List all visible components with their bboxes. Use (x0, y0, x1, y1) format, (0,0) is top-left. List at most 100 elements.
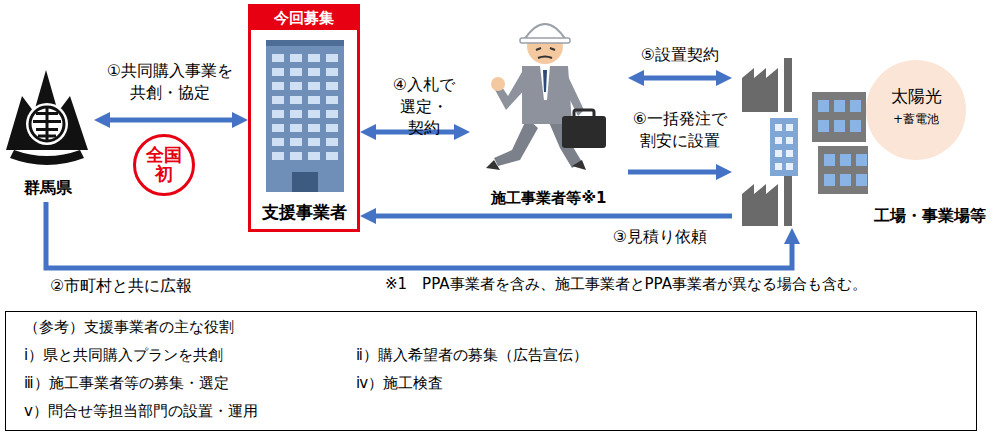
office-building-part (292, 172, 318, 192)
worker-figure-part (543, 70, 547, 92)
office-building-part-part (290, 124, 302, 132)
office-building-part-part (272, 110, 284, 118)
contractor-node: 施工事業者等※1 (470, 4, 628, 210)
worker-figure-part (494, 118, 538, 166)
node-text: 群馬県 (24, 178, 72, 198)
office-building-part-part (326, 96, 338, 104)
node-text: ⅲ）施工事業者等の募集・選定 (24, 374, 229, 393)
node-text: 支援事業者 (262, 202, 347, 223)
office-building-part-part (290, 68, 302, 76)
factory-buildings-part (818, 100, 867, 186)
office-building-part-part (272, 96, 284, 104)
factory-buildings-part (775, 124, 793, 170)
node-text: 工場・事業場等 (874, 206, 986, 226)
office-building-part-part (272, 152, 284, 160)
office-building-part-part (272, 124, 284, 132)
factory-buildings-part-part (840, 154, 851, 166)
node-text: 太陽光 (891, 86, 942, 107)
worker-figure-part (491, 77, 505, 91)
factory-buildings-part-part (824, 174, 835, 186)
factory-buildings-part-part (775, 124, 782, 131)
office-building-part-part (326, 54, 338, 62)
office-building-part-part (272, 82, 284, 90)
prefecture-emblem-part (10, 150, 84, 165)
worker-figure-part (538, 57, 552, 59)
factory-buildings-part-part (786, 137, 793, 144)
factory-buildings-part-part (818, 120, 829, 132)
office-building-part-part (272, 68, 284, 76)
factory-buildings-part (818, 146, 868, 194)
office-building-part-part (272, 54, 284, 62)
office-building-part (266, 40, 344, 46)
flow-arrow (46, 202, 792, 268)
factory-buildings-part-part (775, 163, 782, 170)
office-building-part-part (326, 124, 338, 132)
flow-arrow (640, 76, 720, 81)
factory-buildings-part (770, 118, 798, 176)
factory-buildings-part (742, 184, 778, 226)
factory-buildings (742, 58, 868, 226)
office-building-part-part (326, 68, 338, 76)
flow-arrow (106, 118, 236, 123)
node-text: ⅳ）施工検査 (356, 374, 443, 393)
office-building-part-part (290, 138, 302, 146)
office-building-part (272, 54, 338, 160)
office-building-part-part (308, 110, 320, 118)
factory-buildings-part-part (840, 174, 851, 186)
worker-figure-part (522, 66, 572, 124)
worker-figure-part (540, 66, 550, 100)
step-label: ⑥一括発注で 割安に設置 (633, 108, 727, 151)
node-text: ⅱ）購入希望者の募集（広告宣伝） (356, 346, 588, 365)
support-box: 今回募集支援事業者 (248, 4, 360, 232)
worker-figure-part (536, 48, 555, 50)
worker-figure (486, 24, 606, 170)
factory-buildings-part-part (824, 154, 835, 166)
office-building-part-part (308, 138, 320, 146)
office-building-part-part (290, 54, 302, 62)
prefecture-emblem-part (26, 103, 68, 145)
office-building-part (266, 40, 344, 192)
office-building-part-part (290, 96, 302, 104)
factory-buildings-part-part (775, 137, 782, 144)
node-text: ⅰ）県と共同購入プランを共創 (24, 346, 223, 365)
office-building-part-part (308, 152, 320, 160)
node-text: +蓄電池 (893, 112, 939, 127)
factory-buildings-part (812, 92, 866, 142)
office-building-part-part (272, 138, 284, 146)
office-building-part-part (308, 68, 320, 76)
first-stamp: 全国 初 (133, 134, 195, 196)
footnote: ※1 PPA事業者を含み、施工事業者とPPA事業者が異なる場合も含む。 (385, 275, 867, 294)
step-label: ①共同購入事業を 共創・協定 (107, 60, 233, 103)
node-text: （参考）支援事業者の主な役割 (24, 318, 234, 337)
node-text: ⅴ）問合せ等担当部門の設置・運用 (24, 402, 258, 421)
factory-buildings-part-part (786, 124, 793, 131)
office-building-part-part (290, 110, 302, 118)
office-building-part-part (290, 152, 302, 160)
factory-buildings-part-part (856, 174, 867, 186)
office-building-part-part (326, 152, 338, 160)
factory-buildings-part-part (834, 120, 845, 132)
flow-arrow (628, 170, 720, 175)
factory-buildings-part (784, 58, 792, 112)
factory-buildings-part-part (775, 150, 782, 157)
factory-buildings-part-part (850, 120, 861, 132)
worker-figure-part (486, 160, 500, 170)
office-building-part-part (326, 82, 338, 90)
office-building-part-part (308, 124, 320, 132)
office-building (266, 40, 344, 192)
factory-buildings-part-part (850, 100, 861, 112)
prefecture-emblem-part (6, 70, 88, 150)
factory-buildings-part (742, 68, 778, 112)
node-text: 今回募集 (251, 7, 357, 30)
factory-buildings-part (784, 176, 792, 226)
step-label: ⑤設置契約 (641, 44, 719, 66)
factory-buildings-part-part (856, 154, 867, 166)
worker-figure-part (574, 110, 594, 118)
office-building-part-part (308, 82, 320, 90)
office-building-part-part (326, 138, 338, 146)
prefecture-emblem (6, 70, 88, 165)
factory-buildings-part-part (818, 100, 829, 112)
office-building-part-part (326, 110, 338, 118)
step-label: ②市町村と共に広報 (50, 275, 192, 297)
prefecture-node: 群馬県 (2, 62, 94, 200)
